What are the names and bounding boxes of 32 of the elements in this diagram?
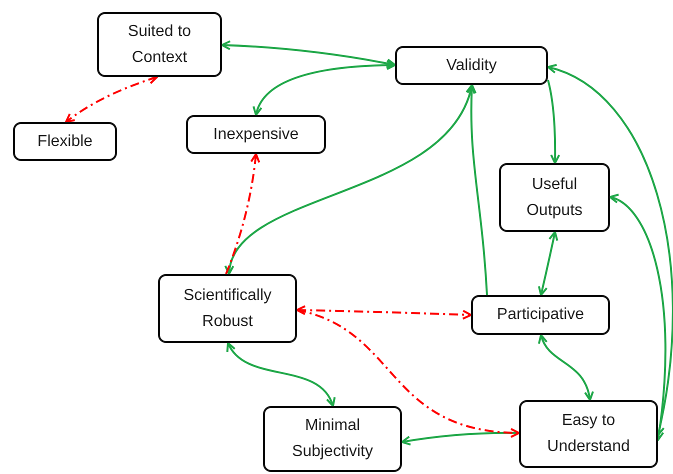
rounded-box bbox=[263, 406, 402, 472]
connector-arrow bbox=[226, 84, 474, 275]
connector-arrow bbox=[221, 40, 396, 68]
node-label: Minimal Subjectivity bbox=[291, 416, 374, 462]
connector-arrow bbox=[65, 74, 158, 123]
rounded-box bbox=[395, 46, 548, 85]
connector-arrow bbox=[609, 195, 666, 441]
rounded-box bbox=[519, 400, 658, 468]
rounded-box bbox=[13, 122, 117, 161]
connector-arrow bbox=[401, 432, 520, 446]
connector-arrow bbox=[466, 84, 488, 296]
node-label: Inexpensive bbox=[213, 124, 299, 144]
node-label: Flexible bbox=[37, 132, 93, 152]
connector-arrow bbox=[296, 305, 472, 320]
connector-arrow bbox=[253, 60, 396, 116]
node-label: Participative bbox=[496, 305, 584, 325]
rounded-box bbox=[158, 274, 297, 343]
connector-arrow bbox=[225, 153, 260, 274]
node-label: Suited to Context bbox=[126, 22, 192, 68]
rounded-box bbox=[471, 295, 610, 335]
node-label: Scientifically Robust bbox=[182, 286, 273, 332]
rounded-box bbox=[186, 115, 326, 154]
connector-arrow bbox=[547, 80, 560, 164]
rounded-box bbox=[499, 163, 610, 232]
node-label: Easy to Understand bbox=[546, 411, 631, 457]
rounded-box bbox=[97, 12, 222, 77]
connector-arrow bbox=[538, 334, 594, 401]
connector-arrow bbox=[547, 64, 673, 436]
node-label: Validity bbox=[446, 56, 497, 76]
connector-arrow bbox=[227, 342, 334, 407]
node-label: Useful Outputs bbox=[525, 174, 584, 220]
connector-arrow bbox=[538, 231, 558, 296]
